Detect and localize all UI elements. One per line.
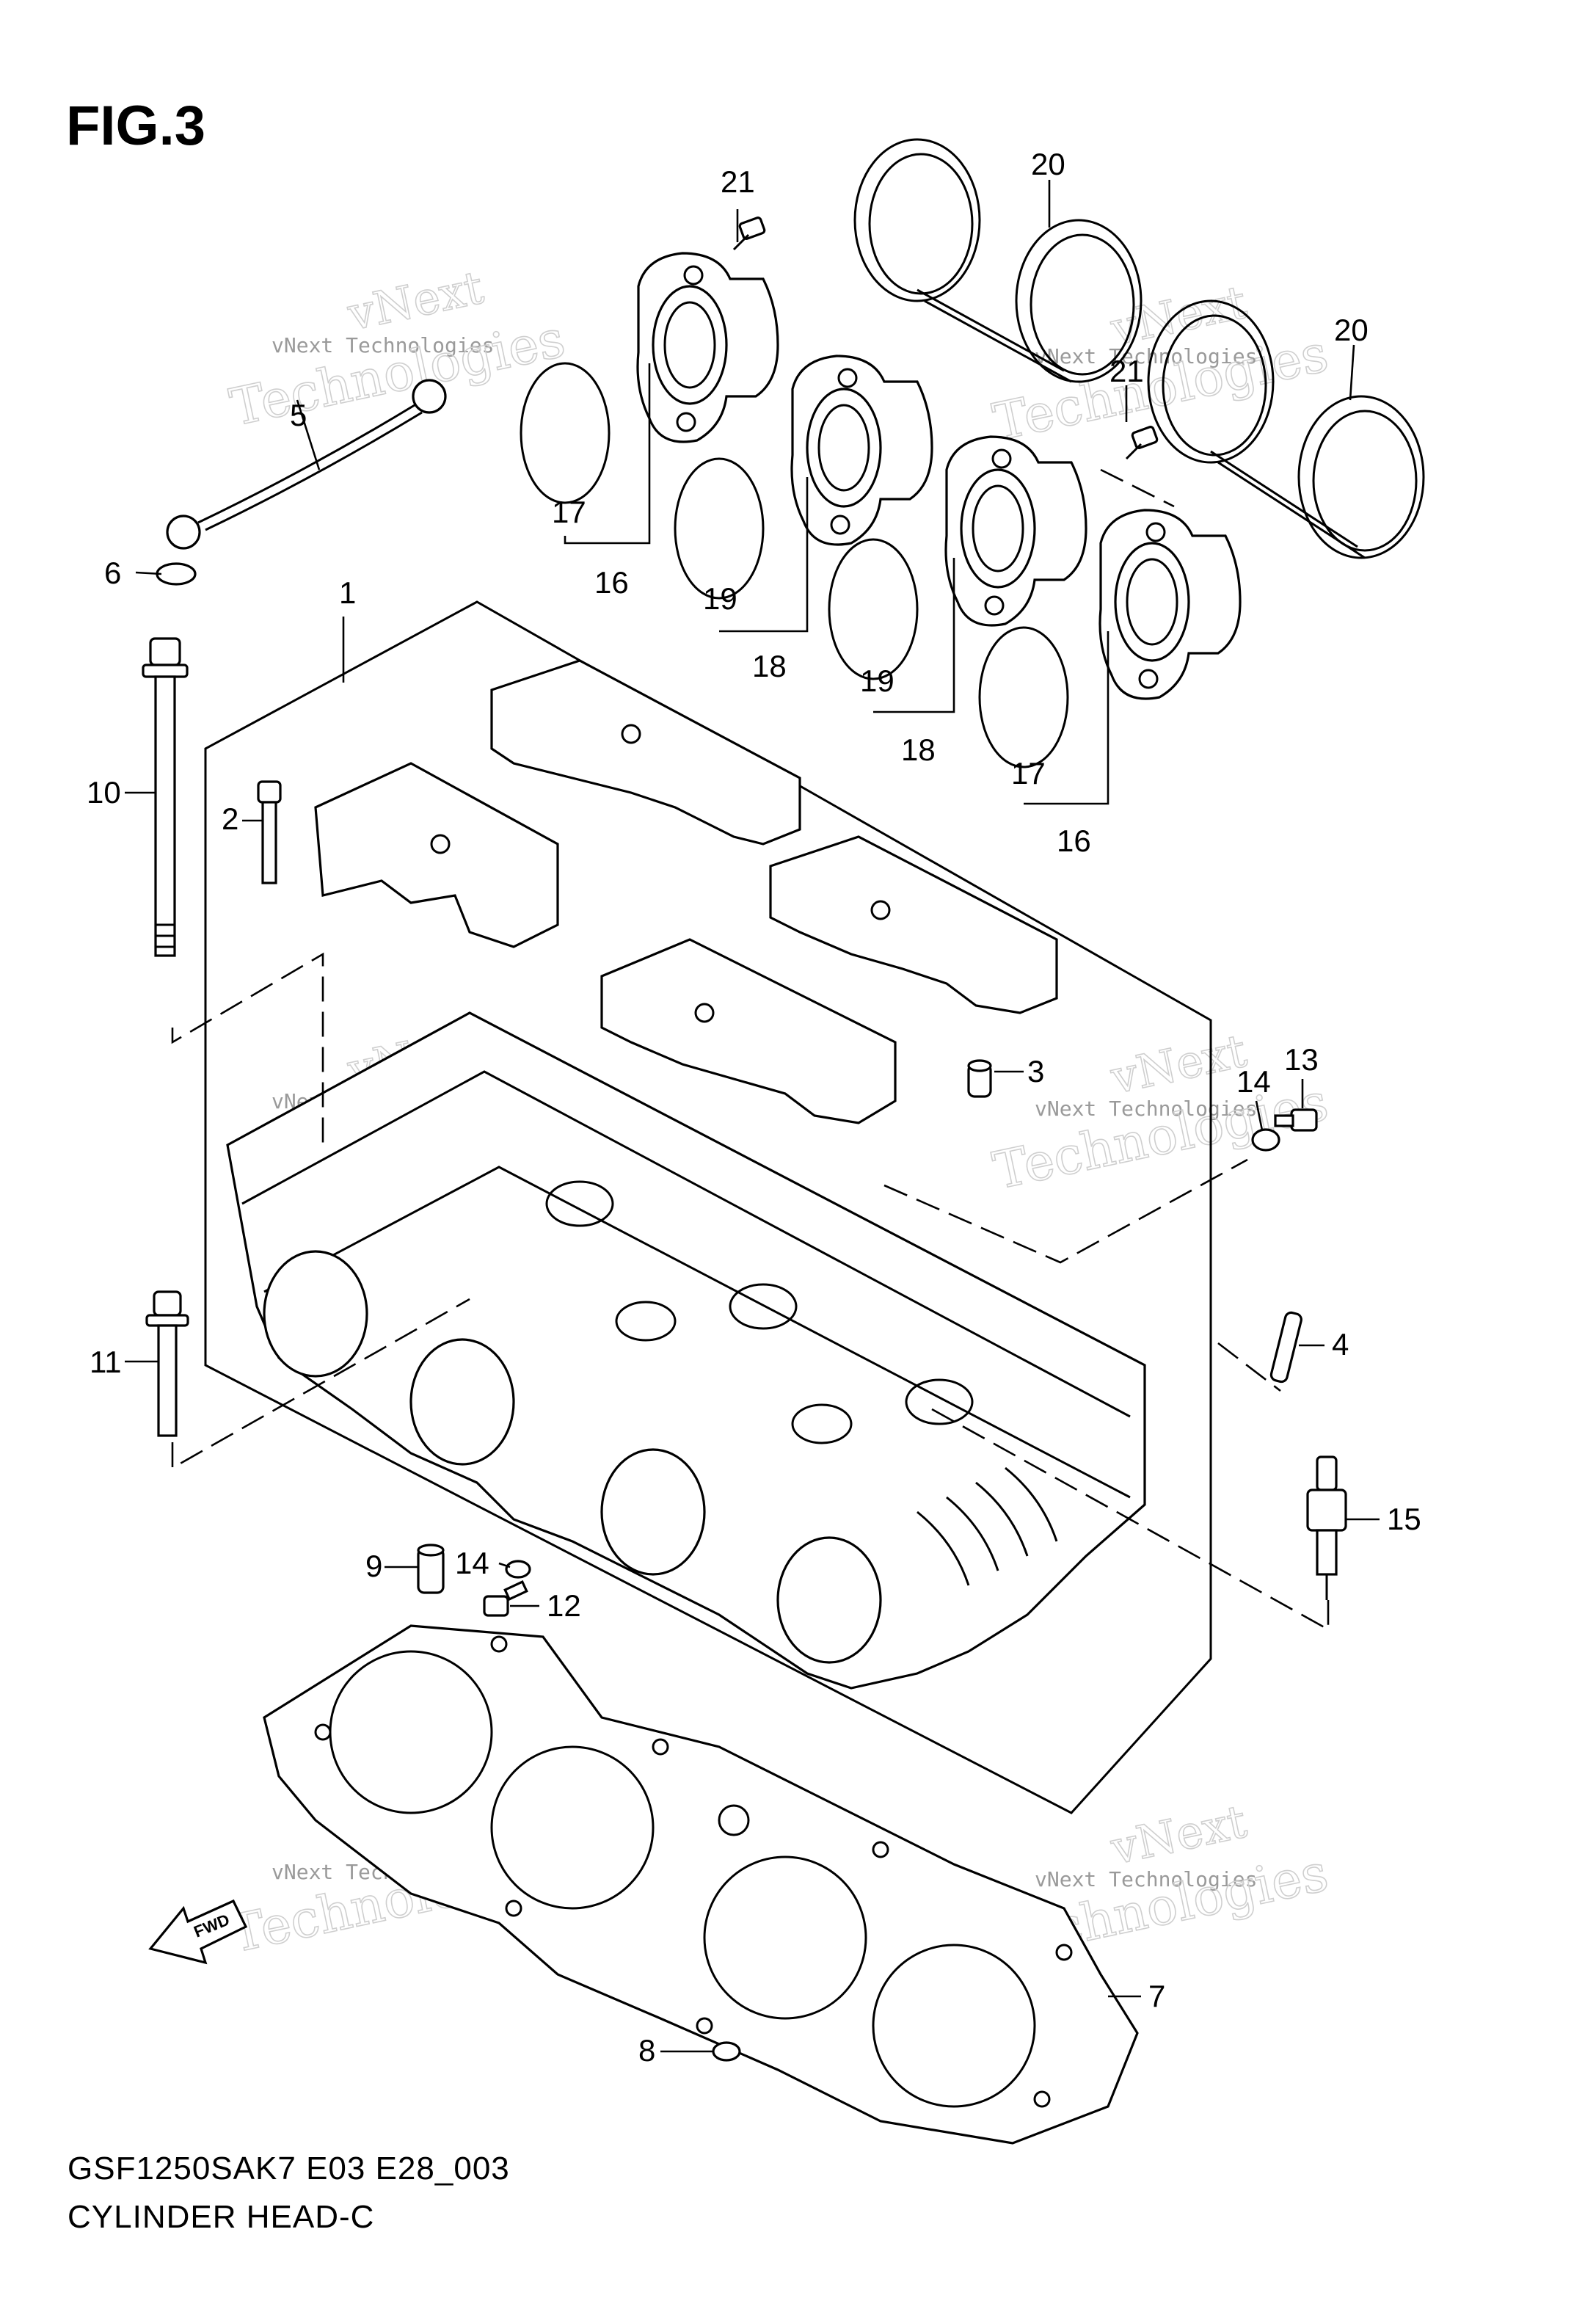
callout-13: 13 bbox=[1284, 1042, 1319, 1077]
screws-21 bbox=[732, 217, 1159, 460]
bolt-10 bbox=[142, 637, 189, 957]
pin-4 bbox=[1269, 1311, 1302, 1384]
callout-15: 15 bbox=[1387, 1502, 1421, 1536]
callout-14-upper: 14 bbox=[1236, 1064, 1271, 1099]
o-ring-17 bbox=[978, 626, 1069, 768]
callout-21-lower: 21 bbox=[1109, 354, 1144, 388]
callout-19-upper: 19 bbox=[703, 581, 737, 616]
intake-pipe-4 bbox=[1098, 509, 1242, 700]
camshaft-holders bbox=[314, 659, 1058, 1124]
spark-plug-15 bbox=[1306, 1455, 1347, 1600]
callout-1: 1 bbox=[339, 575, 356, 610]
washer-14-lower bbox=[505, 1560, 531, 1579]
callout-10: 10 bbox=[87, 775, 121, 810]
assembly-outline bbox=[204, 600, 1212, 1814]
callout-11: 11 bbox=[90, 1345, 122, 1379]
intake-pipe-2 bbox=[790, 355, 933, 546]
clamps bbox=[853, 138, 1425, 559]
screw-21-upper bbox=[732, 217, 766, 251]
callout-18-lower: 18 bbox=[901, 733, 936, 767]
bolt-13 bbox=[1274, 1108, 1318, 1132]
callout-4: 4 bbox=[1332, 1327, 1349, 1362]
figure-name: CYLINDER HEAD-C bbox=[68, 2199, 375, 2235]
intake-pipe-1 bbox=[636, 252, 779, 443]
callout-2: 2 bbox=[222, 801, 238, 836]
callout-5: 5 bbox=[290, 398, 307, 432]
bolt-12 bbox=[483, 1580, 528, 1617]
dowel-pin-9 bbox=[417, 1544, 445, 1594]
callout-20-upper: 20 bbox=[1031, 147, 1065, 181]
o-ring-19 bbox=[674, 457, 765, 600]
screw-21-lower bbox=[1125, 426, 1159, 460]
callout-6: 6 bbox=[104, 556, 121, 590]
watermark-text: vNext Technologies bbox=[1035, 1867, 1257, 1891]
callout-numbers: 1 2 3 4 5 6 7 8 9 10 11 12 13 14 14 15 1… bbox=[87, 147, 1421, 2068]
watermark-text: vNext Technologies bbox=[272, 333, 494, 357]
figure-title: FIG.3 bbox=[66, 95, 206, 157]
clamp-set-upper bbox=[853, 138, 1143, 383]
cylinder-head-body bbox=[226, 1011, 1146, 1690]
callout-16-upper: 16 bbox=[594, 565, 629, 600]
clamp-set-lower bbox=[1147, 299, 1425, 559]
o-ring-19 bbox=[828, 538, 919, 680]
callout-14-lower: 14 bbox=[455, 1546, 489, 1580]
leader-lines bbox=[125, 180, 1380, 2053]
callout-20-lower: 20 bbox=[1334, 313, 1369, 347]
dowel-pin-3 bbox=[967, 1059, 992, 1098]
callout-8: 8 bbox=[638, 2033, 655, 2068]
watermark-1: vNext Technologies Technologies vNext bbox=[225, 260, 571, 439]
callout-18-upper: 18 bbox=[752, 649, 787, 683]
fwd-arrow: FWD bbox=[148, 1899, 248, 1965]
callout-21-upper: 21 bbox=[721, 164, 755, 199]
callout-3: 3 bbox=[1027, 1054, 1044, 1088]
dowel-ring-8 bbox=[712, 2041, 741, 2062]
callout-9: 9 bbox=[365, 1549, 382, 1583]
bolt-11 bbox=[145, 1290, 189, 1437]
washer-14-upper bbox=[1251, 1128, 1280, 1152]
callout-19-lower: 19 bbox=[860, 664, 894, 698]
watermark-text: vNext Technologies bbox=[1035, 344, 1257, 368]
figure-model-code: GSF1250SAK7 E03 E28_003 bbox=[68, 2151, 510, 2186]
callout-17-lower: 17 bbox=[1011, 756, 1046, 790]
watermark-4: vNext Technologies Technologies vNext bbox=[988, 1023, 1334, 1202]
gasket-6 bbox=[156, 562, 197, 586]
callout-17-upper: 17 bbox=[552, 495, 586, 529]
callout-12: 12 bbox=[547, 1588, 581, 1623]
intake-pipes bbox=[520, 252, 1242, 768]
cylinder-head-assembly-box bbox=[204, 600, 1212, 1814]
callout-16-lower: 16 bbox=[1057, 824, 1091, 858]
watermark-text: vNext Technologies bbox=[1035, 1097, 1257, 1121]
intake-pipe-3 bbox=[944, 435, 1087, 627]
o-ring-17 bbox=[520, 362, 611, 504]
cylinder-head-gasket bbox=[263, 1624, 1139, 2145]
oil-hose bbox=[166, 379, 447, 550]
dashed-assembly-lines bbox=[171, 468, 1330, 1632]
bolt-2 bbox=[257, 780, 282, 884]
callout-7: 7 bbox=[1148, 1979, 1165, 2013]
